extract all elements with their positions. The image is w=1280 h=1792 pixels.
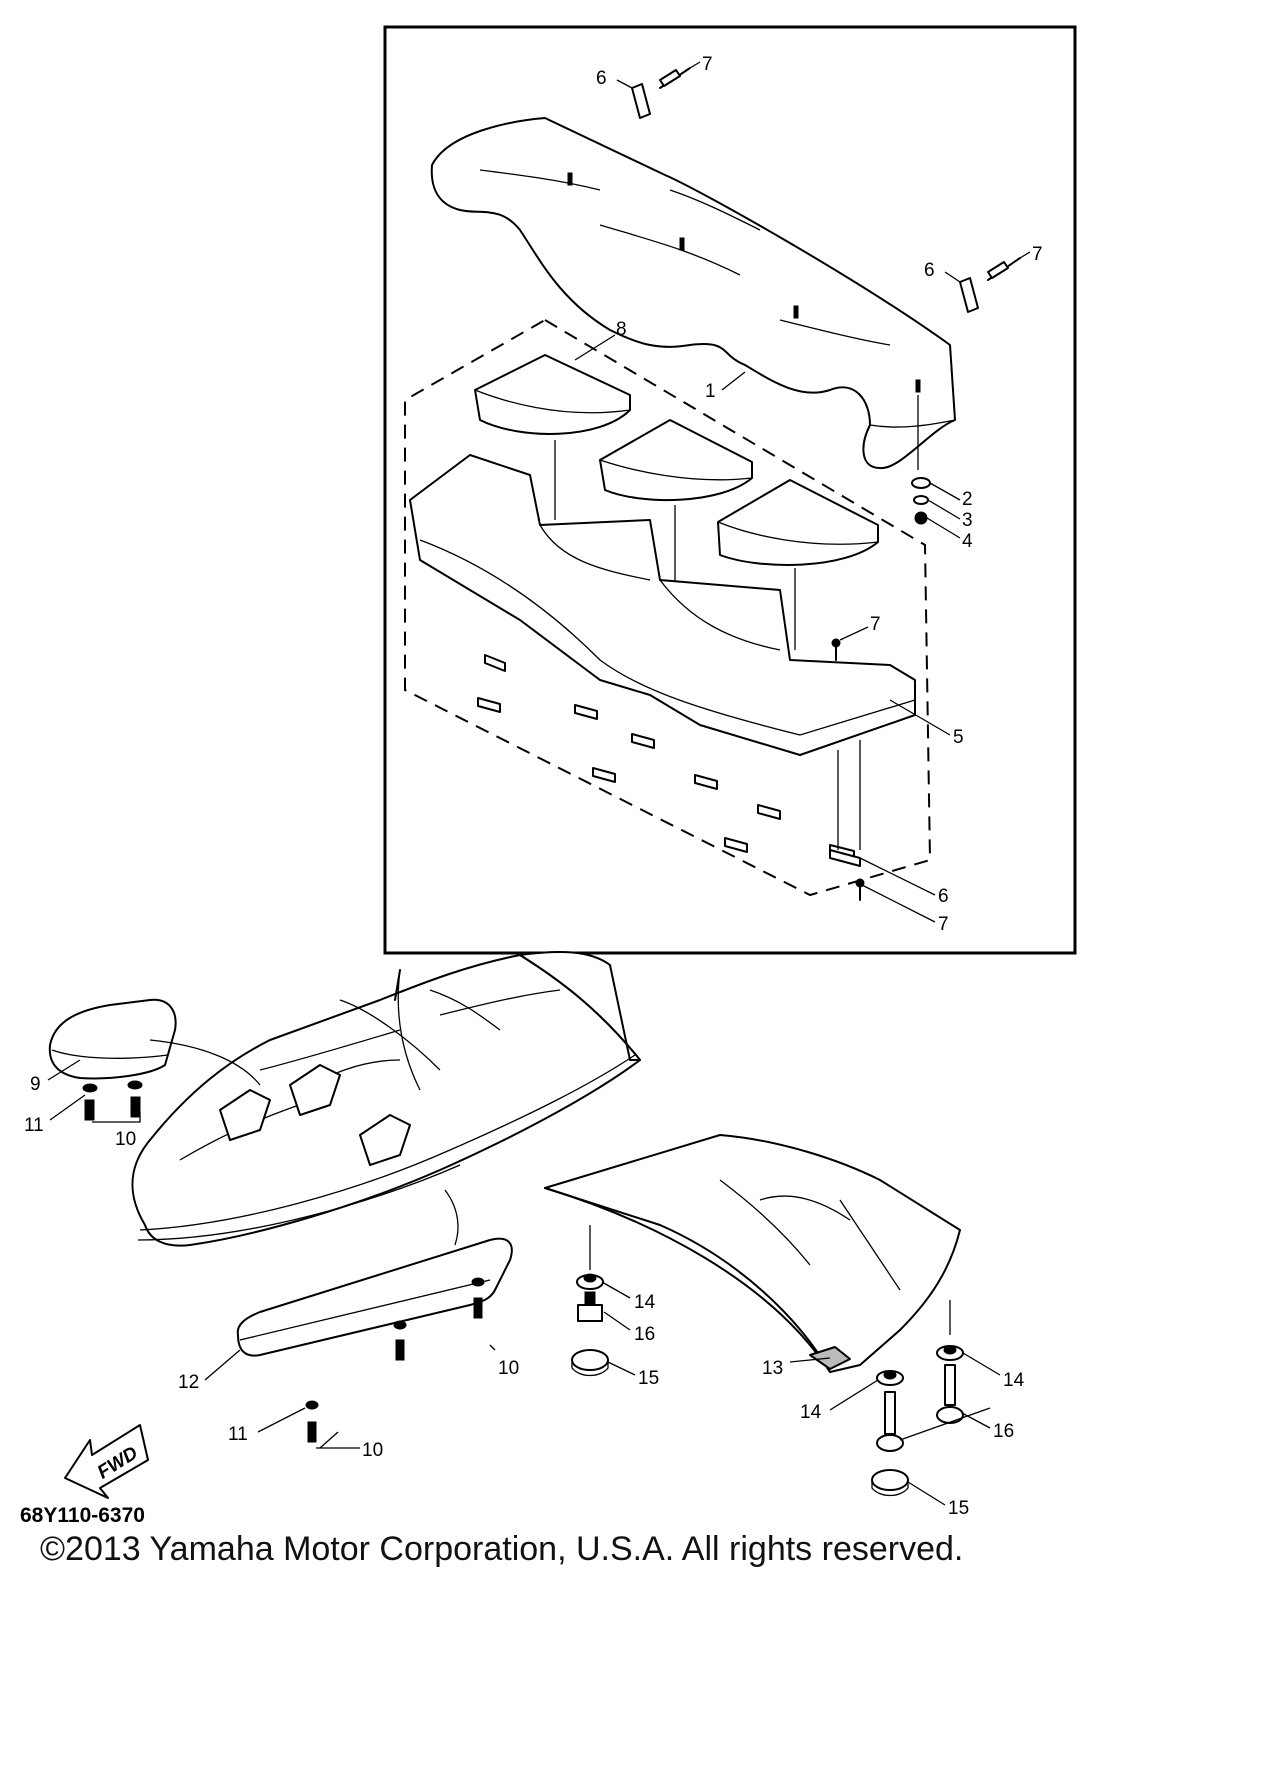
bracket-screw-bottom: [829, 740, 865, 901]
copyright-notice: ©2013 Yamaha Motor Corporation, U.S.A. A…: [40, 1530, 964, 1568]
callout-10b: 10: [362, 1440, 383, 1461]
seat-base: [409, 454, 916, 756]
mount-hardware-right: [871, 1345, 964, 1497]
callout-13: 13: [762, 1358, 783, 1379]
callout-11a: 11: [24, 1115, 44, 1136]
fwd-arrow-icon: FWD: [64, 1424, 149, 1499]
callout-7d: 7: [938, 914, 949, 935]
callout-numbers: 6 7 6 7 8 1 2 3 4 7 5 6 7 9 11 10 12 11 …: [24, 54, 1043, 1519]
boat-hull: [131, 951, 641, 1247]
callout-6c: 6: [938, 886, 949, 907]
washer-nut-stack: [911, 477, 931, 525]
screw-middle: [831, 638, 841, 661]
diagram-code: 68Y110-6370: [20, 1504, 145, 1527]
callout-4: 4: [962, 531, 973, 552]
rear-cover: [544, 1134, 961, 1373]
seat-cushions: [474, 354, 879, 650]
callout-16a: 16: [634, 1324, 655, 1345]
callout-6a: 6: [596, 68, 607, 89]
callout-14c: 14: [1003, 1370, 1025, 1391]
callout-7b: 7: [1032, 244, 1043, 265]
leader-lines: [47, 61, 1031, 1506]
inset-frame: [383, 25, 1077, 955]
dashed-assembly-box: [404, 318, 932, 897]
callout-15a: 15: [638, 1368, 659, 1389]
callout-10c: 10: [498, 1358, 519, 1379]
callout-7c: 7: [870, 614, 881, 635]
bracket-screw-top-right: [959, 257, 1021, 313]
callout-14b: 14: [800, 1402, 822, 1423]
callout-11b: 11: [228, 1424, 248, 1445]
callout-7a: 7: [702, 54, 713, 75]
backrest-part: [430, 117, 956, 470]
callout-1: 1: [705, 381, 716, 402]
callout-12: 12: [178, 1372, 199, 1393]
callout-14a: 14: [634, 1292, 656, 1313]
bow-cushion: [48, 998, 261, 1121]
callout-2: 2: [962, 489, 973, 510]
mount-hardware-left: [571, 1273, 609, 1377]
callout-5: 5: [953, 727, 964, 748]
side-cushion: [236, 1237, 513, 1443]
seat-brackets: [477, 654, 855, 860]
callout-15b: 15: [948, 1498, 969, 1519]
callout-9: 9: [30, 1074, 41, 1095]
bracket-screw-top-left: [631, 67, 691, 119]
callout-16b: 16: [993, 1421, 1014, 1442]
callout-6b: 6: [924, 260, 935, 281]
callout-10a: 10: [115, 1129, 136, 1150]
callout-3: 3: [962, 510, 973, 531]
callout-8: 8: [616, 319, 627, 340]
